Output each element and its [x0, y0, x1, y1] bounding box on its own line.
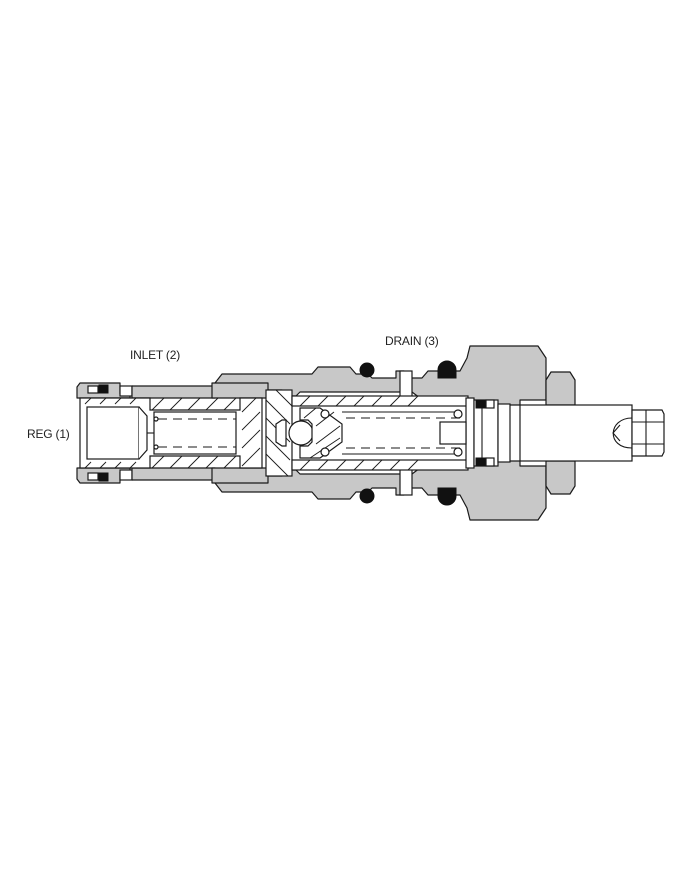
o-ring-drain-left-bottom: [359, 488, 375, 504]
port-label-reg: REG (1): [27, 427, 70, 441]
spring-chamber: [291, 395, 469, 471]
port-label-inlet: INLET (2): [130, 348, 180, 362]
seat-plate: [265, 389, 293, 477]
o-ring-drain-right-top: [437, 360, 457, 379]
o-ring-drain-right-bottom: [437, 487, 457, 506]
reg-nose: [76, 382, 133, 484]
port-label-drain: DRAIN (3): [385, 334, 439, 348]
check-ball: [288, 420, 314, 446]
inlet-sleeve-top: [131, 385, 216, 399]
adjust-nut-top: [545, 371, 576, 406]
adjust-nut-bottom: [545, 460, 576, 495]
o-ring-drain-left-top: [359, 362, 375, 378]
poppet-guide: [299, 407, 343, 459]
inlet-sleeve-bottom: [131, 467, 216, 481]
spring-retainer: [439, 397, 511, 469]
valve-body-top: [214, 345, 547, 406]
adjust-stem: [519, 404, 633, 462]
reg-seat-hatched: [79, 397, 263, 469]
